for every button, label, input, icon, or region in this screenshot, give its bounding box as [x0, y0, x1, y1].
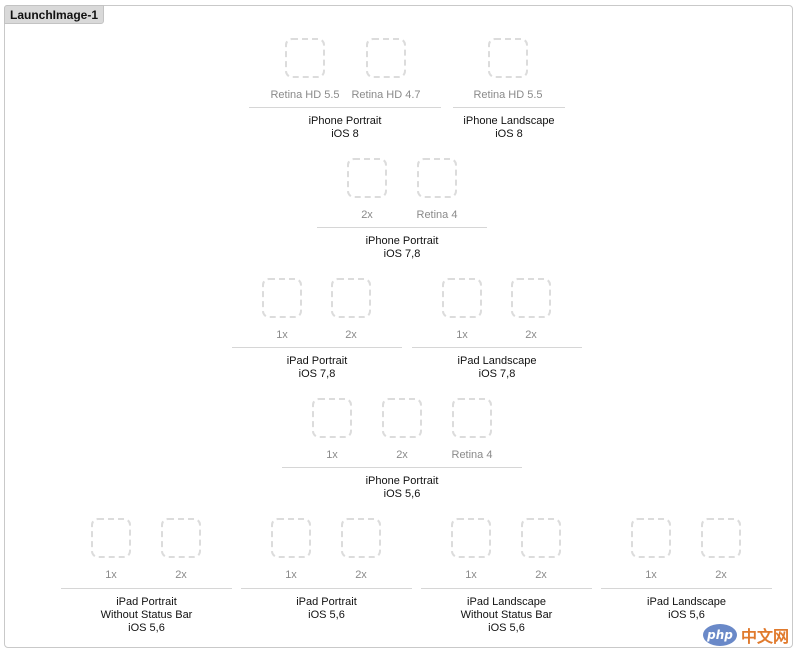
- image-drop-well[interactable]: [285, 38, 325, 78]
- slot-label: 1x: [276, 329, 288, 341]
- device-label: iPhone Portrait: [365, 475, 439, 487]
- watermark: php 中文网: [703, 621, 795, 649]
- os-version-label: iOS 8: [331, 128, 359, 140]
- image-drop-well[interactable]: [331, 278, 371, 318]
- group-divider: [453, 107, 565, 108]
- os-version-label: iOS 5,6: [668, 609, 705, 621]
- group-divider: [249, 107, 441, 108]
- slot-label: 2x: [361, 209, 373, 221]
- image-drop-well[interactable]: [312, 398, 352, 438]
- os-version-label: iOS 7,8: [478, 368, 516, 380]
- os-version-label: iOS 7,8: [298, 368, 336, 380]
- image-drop-well[interactable]: [631, 518, 671, 558]
- group-divider: [317, 227, 487, 228]
- os-version-label: iOS 8: [495, 128, 523, 140]
- slot-label: Retina HD 5.5: [270, 89, 340, 101]
- watermark-text: 中文网: [741, 627, 790, 646]
- device-label: iPad Portrait: [116, 596, 177, 608]
- image-drop-well[interactable]: [442, 278, 482, 318]
- image-drop-well[interactable]: [341, 518, 381, 558]
- device-label: iPad Portrait: [286, 355, 348, 367]
- slot-label: Retina 4: [416, 209, 458, 221]
- os-version-label: iOS 5,6: [488, 622, 525, 634]
- device-subtitle: Without Status Bar: [100, 609, 193, 621]
- device-label: iPad Landscape: [647, 596, 726, 608]
- image-drop-well[interactable]: [488, 38, 528, 78]
- image-drop-well[interactable]: [417, 158, 457, 198]
- device-label: iPad Portrait: [296, 596, 357, 608]
- device-label: iPhone Portrait: [365, 235, 439, 247]
- group-divider: [241, 588, 412, 589]
- slot-label: 1x: [465, 569, 477, 581]
- slot-label: Retina 4: [451, 449, 493, 461]
- slot-label: 2x: [525, 329, 537, 341]
- slot-label: 1x: [105, 569, 117, 581]
- slot-label: 2x: [345, 329, 357, 341]
- os-version-label: iOS 7,8: [383, 248, 421, 260]
- slot-label: 2x: [396, 449, 408, 461]
- slot-label: 2x: [715, 569, 727, 581]
- asset-title: LaunchImage-1: [4, 5, 105, 24]
- image-drop-well[interactable]: [451, 518, 491, 558]
- group-divider: [282, 467, 522, 468]
- slot-label: Retina HD 5.5: [473, 89, 543, 101]
- device-label: iPad Landscape: [457, 355, 537, 367]
- group-divider: [421, 588, 592, 589]
- watermark-badge: php: [703, 624, 737, 646]
- image-drop-well[interactable]: [347, 158, 387, 198]
- device-subtitle: Without Status Bar: [460, 609, 553, 621]
- image-drop-well[interactable]: [701, 518, 741, 558]
- image-drop-well[interactable]: [521, 518, 561, 558]
- slot-label: 2x: [175, 569, 187, 581]
- device-label: iPad Landscape: [467, 596, 546, 608]
- group-divider: [601, 588, 772, 589]
- slot-label: 1x: [326, 449, 338, 461]
- os-version-label: iOS 5,6: [383, 488, 421, 500]
- os-version-label: iOS 5,6: [128, 622, 165, 634]
- os-version-label: iOS 5,6: [308, 609, 345, 621]
- group-divider: [61, 588, 232, 589]
- slot-label: Retina HD 4.7: [351, 89, 421, 101]
- slot-label: 2x: [535, 569, 547, 581]
- image-drop-well[interactable]: [382, 398, 422, 438]
- slot-label: 2x: [355, 569, 367, 581]
- slot-label: 1x: [456, 329, 468, 341]
- group-divider: [232, 347, 402, 348]
- image-drop-well[interactable]: [511, 278, 551, 318]
- image-drop-well[interactable]: [262, 278, 302, 318]
- image-drop-well[interactable]: [161, 518, 201, 558]
- group-divider: [412, 347, 582, 348]
- slot-label: 1x: [645, 569, 657, 581]
- image-drop-well[interactable]: [452, 398, 492, 438]
- image-drop-well[interactable]: [91, 518, 131, 558]
- slot-label: 1x: [285, 569, 297, 581]
- image-drop-well[interactable]: [271, 518, 311, 558]
- image-drop-well[interactable]: [366, 38, 406, 78]
- device-label: iPhone Portrait: [308, 115, 382, 127]
- device-label: iPhone Landscape: [463, 115, 555, 127]
